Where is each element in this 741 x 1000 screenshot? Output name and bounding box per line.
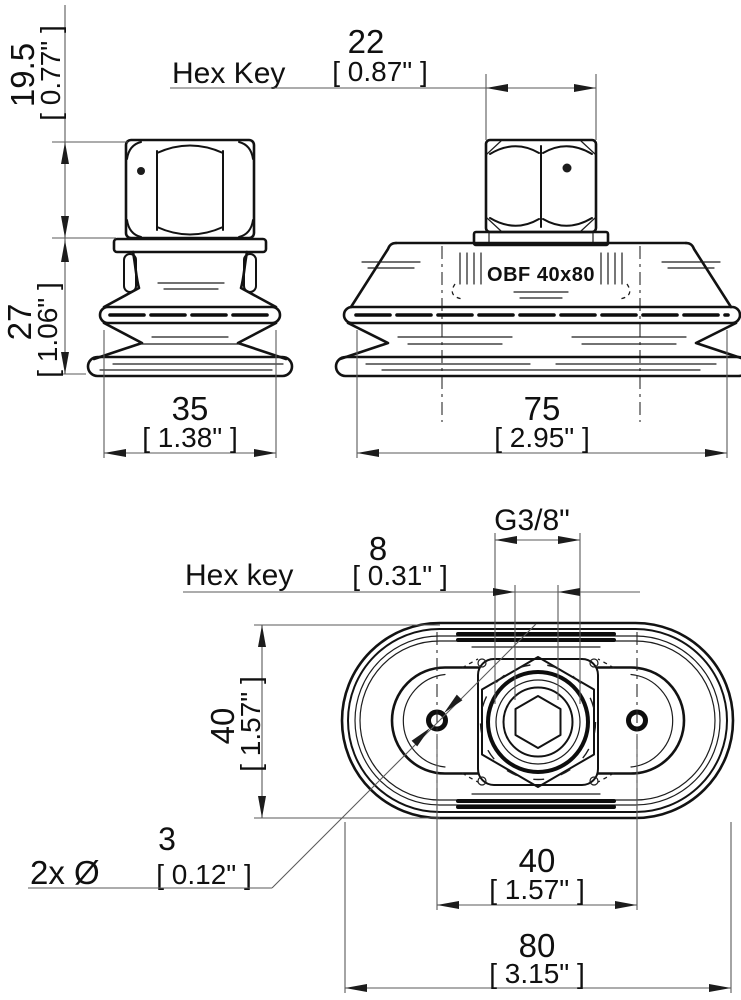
dim-large-width-mm: 75 (524, 390, 561, 427)
small-washer (112, 237, 268, 254)
dim-holes: 2x Ø 3 [ 0.12" ] (28, 623, 537, 891)
small-clip-left (123, 253, 137, 293)
dim-small-width-mm: 35 (172, 390, 209, 427)
large-body-left (349, 241, 398, 309)
large-bellows-left (338, 321, 390, 361)
dim-oval-height-mm: 40 (204, 708, 241, 745)
dim-holes-mm: 3 (158, 821, 176, 857)
dim-small-width-in: [ 1.38" ] (142, 422, 238, 453)
dim-hex-key-bottom-in: [ 0.31" ] (352, 560, 448, 591)
small-lip (86, 355, 294, 378)
dim-hole-pitch: 40 [ 1.57" ] (436, 734, 638, 910)
large-lip (334, 355, 741, 378)
dim-hex-key-top-label: Hex Key (172, 57, 285, 90)
side-view-large: OBF 40x80 (334, 138, 741, 422)
dim-cup-height-in: [ 1.06" ] (32, 282, 63, 378)
dim-thread: G3/8" (494, 504, 581, 704)
fitting-circle (486, 670, 590, 774)
dim-nut-height: 19.5 [ 0.77" ] (4, 5, 128, 238)
hex-socket (514, 695, 562, 749)
small-bellows-right (236, 321, 288, 361)
part-label: OBF 40x80 (487, 264, 595, 286)
pocket-boss-right (589, 658, 599, 668)
hatch-ticks-right (600, 252, 623, 285)
dim-oval-height: 40 [ 1.57" ] (204, 624, 440, 819)
dim-overall-width-in: [ 3.15" ] (489, 958, 585, 989)
hatch-ticks-left (459, 252, 482, 285)
dim-large-width: 75 [ 2.95" ] (356, 330, 728, 458)
large-washer (472, 230, 610, 247)
pocket-boss-left (477, 658, 487, 668)
bore-circle (502, 686, 574, 758)
dim-holes-in: [ 0.12" ] (156, 859, 252, 890)
dim-holes-prefix: 2x Ø (30, 854, 100, 891)
side-view-small (86, 138, 294, 378)
dim-hex-key-top-mm: 22 (348, 23, 385, 60)
cavity-lobe-right (596, 666, 686, 775)
small-nut-mark-dot (137, 167, 145, 175)
dim-cup-height-mm: 27 (1, 304, 38, 341)
dim-thread-label: G3/8" (494, 504, 570, 537)
small-body-left (102, 250, 141, 309)
center-pocket (477, 658, 599, 786)
small-body-right (239, 250, 278, 309)
dim-nut-height-mm: 19.5 (4, 43, 41, 107)
dim-cup-height: 27 [ 1.06" ] (1, 237, 116, 378)
oval-outline (340, 621, 735, 820)
nut-hex-outline (481, 656, 595, 788)
dim-large-width-in: [ 2.95" ] (494, 422, 590, 453)
dim-hex-key-bottom-label: Hex key (185, 559, 293, 592)
hidden-detail-right (619, 283, 631, 300)
small-ridge-band (98, 305, 282, 325)
large-bellows-right (694, 321, 741, 360)
dim-hole-pitch-in: [ 1.57" ] (489, 874, 585, 905)
dim-overall-width: 80 [ 3.15" ] (344, 822, 732, 993)
dim-hex-key-bottom: Hex key 8 [ 0.31" ] (183, 530, 640, 700)
thread-circle (495, 679, 581, 765)
dim-hole-pitch-mm: 40 (519, 842, 556, 879)
large-nut-mark-dot (562, 163, 572, 173)
large-ridge-band (342, 305, 741, 325)
dim-overall-width-mm: 80 (519, 927, 556, 964)
dim-oval-height-in: [ 1.57" ] (235, 676, 266, 772)
large-body-right (684, 241, 733, 309)
dim-hex-key-top-in: [ 0.87" ] (332, 56, 428, 87)
bottom-view (340, 621, 735, 820)
dim-hex-key-top: Hex Key 22 [ 0.87" ] (170, 23, 597, 140)
dim-small-width: 35 [ 1.38" ] (103, 330, 277, 458)
thread-dashed-circle (479, 663, 597, 781)
small-nut-outline (124, 138, 256, 240)
dim-nut-height-in: [ 0.77" ] (35, 25, 66, 121)
oval-outline-2 (347, 628, 728, 813)
cavity-lobe-left (390, 666, 480, 775)
hidden-detail-left (451, 283, 463, 300)
dim-hex-key-bottom-mm: 8 (369, 530, 387, 567)
small-clip-right (243, 253, 257, 293)
small-bellows-left (92, 321, 144, 361)
